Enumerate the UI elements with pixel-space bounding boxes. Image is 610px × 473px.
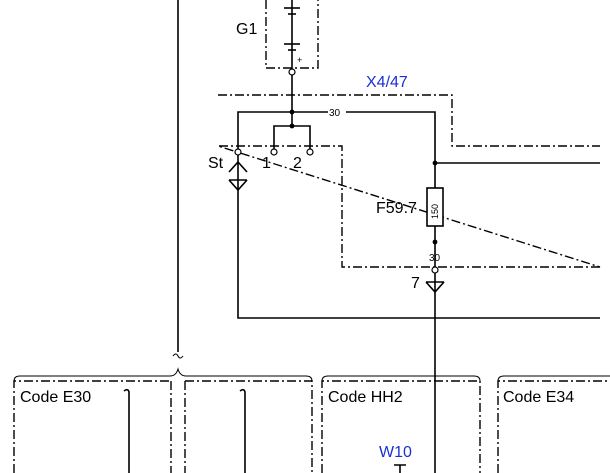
fuse-label: F59.7 <box>376 200 417 217</box>
line-30-label: 30 <box>329 108 341 119</box>
code-hh2-brace <box>321 375 481 382</box>
code-e30-brace <box>13 367 313 382</box>
fuse-pin-30-label: 30 <box>429 253 441 264</box>
connector-box <box>217 94 601 268</box>
start-return-wire <box>237 190 600 319</box>
start-plug-symbol <box>228 155 248 192</box>
pos2-label: 2 <box>293 155 302 172</box>
junction-dot-branch <box>432 160 438 166</box>
wire-break-mark <box>172 353 184 359</box>
line-30-wire <box>237 111 436 267</box>
fuse-bottom-dot <box>432 239 438 245</box>
code-hh2-box <box>321 380 481 473</box>
generator-terminal <box>288 68 296 76</box>
pos1-label: 1 <box>262 155 271 172</box>
code-e30-wire-1 <box>123 388 130 473</box>
connector-label: X4/47 <box>366 74 408 91</box>
pin7-label: 7 <box>411 275 420 292</box>
generator-plus-label: + <box>297 55 302 65</box>
code-e30-label: Code E30 <box>20 389 91 406</box>
w10-label: W10 <box>379 444 412 461</box>
code-hh2-label: Code HH2 <box>328 389 403 406</box>
w10-ground-symbol <box>394 464 406 473</box>
fuse-body <box>426 187 444 227</box>
switch-contacts <box>273 125 311 149</box>
pos1-terminal <box>270 148 278 156</box>
fuse-out-terminal <box>431 266 439 274</box>
code-e34-brace <box>497 375 610 382</box>
code-e30-wire-2 <box>239 388 246 473</box>
fuse-rating: 150 <box>430 204 440 219</box>
pos2-terminal <box>306 148 314 156</box>
start-terminal <box>234 148 242 156</box>
code-e34-label: Code E34 <box>503 389 574 406</box>
start-label: St <box>208 155 224 172</box>
generator-label: G1 <box>236 21 257 38</box>
